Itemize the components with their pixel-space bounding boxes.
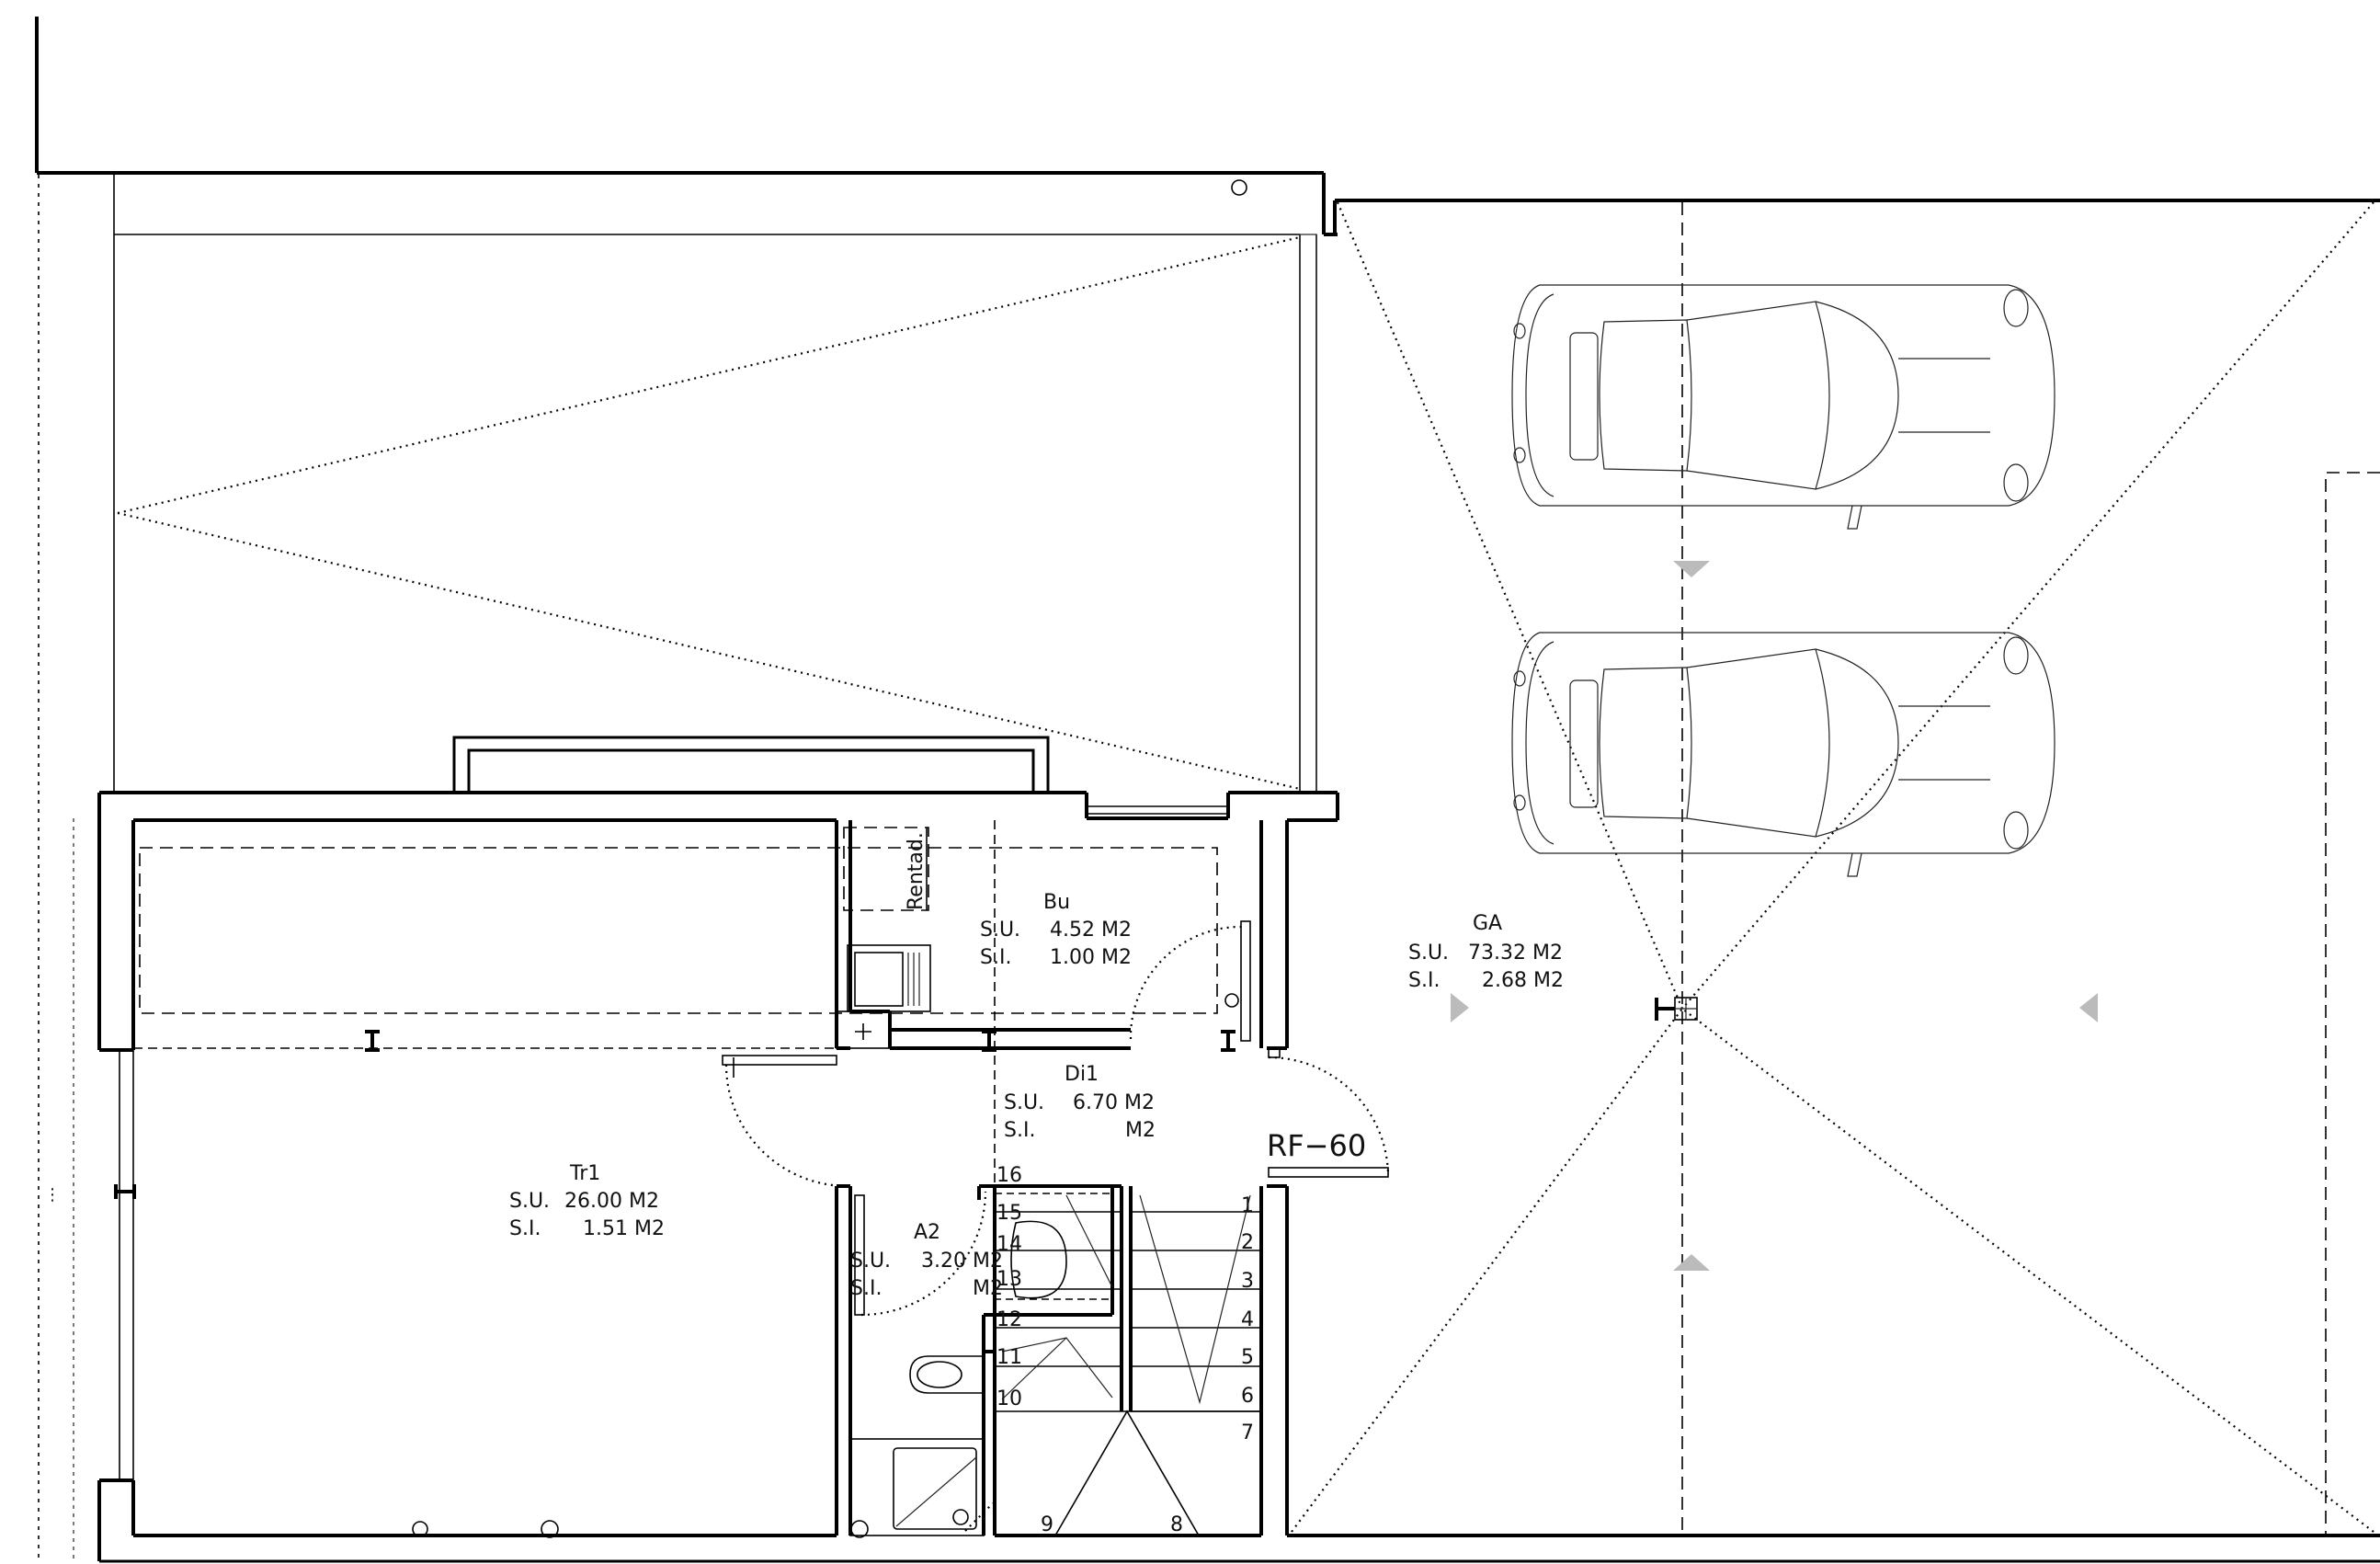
stair-number-5: 5 bbox=[1241, 1346, 1254, 1369]
room-si-value-garage: 2.68 M2 bbox=[1482, 969, 1564, 992]
stair-number-14: 14 bbox=[996, 1233, 1022, 1256]
stair-number-15: 15 bbox=[996, 1202, 1022, 1225]
shower-tray bbox=[849, 1438, 994, 1536]
room-su-value-laundry: 4.52 M2 bbox=[1050, 919, 1132, 942]
stair-treads-left bbox=[995, 1211, 1122, 1367]
stair-number-12: 12 bbox=[996, 1308, 1022, 1331]
column-symbol bbox=[1655, 997, 1698, 1021]
house-walls bbox=[97, 736, 1338, 1561]
stair-number-6: 6 bbox=[1241, 1385, 1254, 1408]
room-si-value-hall: M2 bbox=[1125, 1119, 1156, 1142]
upper-ramp-area bbox=[113, 175, 1317, 793]
drain-symbol bbox=[1231, 179, 1247, 196]
room-su-value-garage: 73.32 M2 bbox=[1468, 942, 1563, 965]
stairs bbox=[994, 1193, 1261, 1536]
room-su-value-storage: 26.00 M2 bbox=[564, 1190, 659, 1213]
laundry-sink bbox=[847, 944, 931, 1012]
room-label-hall: Di1 S.U. 6.70 M2 S.I. M2 bbox=[1004, 1063, 1156, 1142]
room-su-label-storage: S.U. bbox=[509, 1190, 550, 1213]
rentad-box: Rentad. bbox=[905, 828, 928, 910]
room-su-value-hall: 6.70 M2 bbox=[1073, 1091, 1155, 1114]
dashed-overlays bbox=[133, 820, 1218, 1186]
arrow-down-marker bbox=[1673, 561, 1710, 577]
arrow-left-marker bbox=[2079, 993, 2098, 1022]
stair-number-7: 7 bbox=[1241, 1421, 1254, 1444]
room-si-label-garage: S.I. bbox=[1408, 969, 1440, 992]
arrow-right-marker bbox=[1451, 993, 1469, 1022]
room-label-toilet: A2 S.U. 3.20 M2 S.I. M2 bbox=[850, 1221, 1003, 1300]
room-su-label-laundry: S.U. bbox=[980, 919, 1020, 942]
room-si-label-storage: S.I. bbox=[509, 1217, 541, 1240]
room-label-laundry: Bu S.U. 4.52 M2 S.I. 1.00 M2 bbox=[980, 891, 1132, 969]
fire-door-label: RF−60 bbox=[1267, 1128, 1366, 1163]
left-edge-marks: ⋮ bbox=[44, 818, 74, 1558]
room-si-label-toilet: S.I. bbox=[850, 1277, 882, 1300]
stair-number-4: 4 bbox=[1241, 1308, 1254, 1331]
stair-treads-right bbox=[1131, 1211, 1261, 1412]
left-edge-glyph: ⋮ bbox=[44, 1185, 61, 1204]
room-su-label-toilet: S.U. bbox=[850, 1250, 891, 1273]
site-boundary bbox=[35, 17, 2380, 1563]
room-si-label-laundry: S.I. bbox=[980, 946, 1011, 969]
room-label-garage: GA S.U. 73.32 M2 S.I. 2.68 M2 bbox=[1408, 912, 1564, 992]
room-si-value-laundry: 1.00 M2 bbox=[1050, 946, 1132, 969]
stair-number-11: 11 bbox=[996, 1346, 1022, 1369]
room-su-value-toilet: 3.20 M2 bbox=[921, 1250, 1003, 1273]
bottom-pipe-symbols bbox=[412, 1520, 869, 1538]
hatched-strip bbox=[1299, 234, 1317, 793]
room-code-laundry: Bu bbox=[1043, 891, 1070, 914]
arrow-up-marker bbox=[1673, 1254, 1710, 1271]
stair-number-2: 2 bbox=[1241, 1231, 1254, 1254]
doors bbox=[722, 920, 1390, 1317]
garage-room bbox=[1267, 200, 2380, 1537]
room-code-storage: Tr1 bbox=[569, 1162, 600, 1185]
room-code-garage: GA bbox=[1473, 912, 1502, 935]
stair-number-3: 3 bbox=[1241, 1270, 1254, 1293]
stair-number-8: 8 bbox=[1170, 1513, 1183, 1536]
stair-number-9: 9 bbox=[1041, 1513, 1053, 1536]
room-code-toilet: A2 bbox=[914, 1221, 940, 1244]
room-su-label-garage: S.U. bbox=[1408, 942, 1449, 965]
stair-number-10: 10 bbox=[996, 1387, 1022, 1410]
car-top bbox=[1511, 284, 2055, 530]
toilet-fixture bbox=[909, 1355, 982, 1394]
room-si-label-hall: S.I. bbox=[1004, 1119, 1035, 1142]
room-label-storage: Tr1 S.U. 26.00 M2 S.I. 1.51 M2 bbox=[509, 1162, 665, 1240]
room-si-value-storage: 1.51 M2 bbox=[583, 1217, 665, 1240]
room-code-hall: Di1 bbox=[1065, 1063, 1099, 1086]
stair-number-1: 1 bbox=[1241, 1194, 1254, 1217]
i-beam-markers bbox=[114, 1030, 1236, 1199]
stair-number-16: 16 bbox=[996, 1164, 1022, 1187]
stair-number-13: 13 bbox=[996, 1268, 1022, 1291]
room-su-label-hall: S.U. bbox=[1004, 1091, 1044, 1114]
car-bottom bbox=[1511, 632, 2055, 877]
room-si-value-toilet: M2 bbox=[973, 1277, 1003, 1300]
rentad-label: Rentad. bbox=[905, 832, 928, 910]
